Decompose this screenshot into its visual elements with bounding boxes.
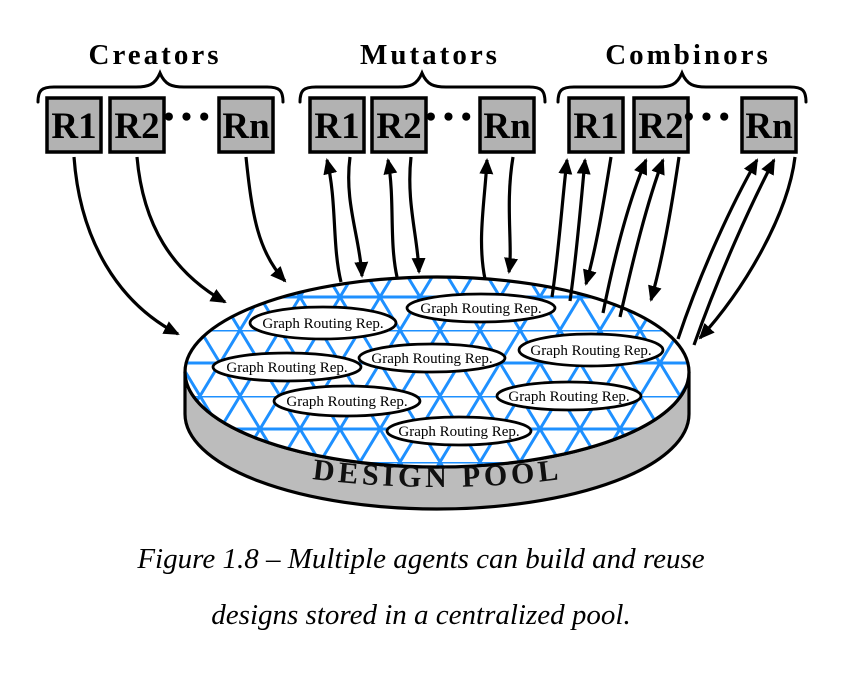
combinors-arrows xyxy=(550,156,797,346)
creators-box-r2 xyxy=(108,96,166,154)
rep-label: Graph Routing Rep. xyxy=(530,343,651,359)
mutator-down-arrow-rn xyxy=(504,156,518,274)
creator-arrow-r2 xyxy=(135,156,227,304)
rep-label: Graph Routing Rep. xyxy=(226,360,347,376)
creators-ellipsis: ••• xyxy=(161,105,214,131)
rep-label: Graph Routing Rep. xyxy=(262,316,383,332)
creators-label: Creators xyxy=(89,39,222,71)
combinor-up-arrow-r2-a xyxy=(601,158,648,314)
creators-group: R1 R2 Rn ••• xyxy=(45,96,275,154)
creator-arrow-r1 xyxy=(72,156,180,336)
mutators-ellipsis: ••• xyxy=(423,105,476,131)
combinors-box-rn-label: Rn xyxy=(745,106,793,147)
rep-ellipse xyxy=(495,380,643,412)
rep-ellipse xyxy=(385,415,533,447)
combinors-label: Combinors xyxy=(605,39,771,71)
rep-ellipse xyxy=(211,351,363,383)
rep-ellipse xyxy=(272,384,422,418)
combinor-up-arrow-rn-a xyxy=(676,158,759,340)
rep-label: Graph Routing Rep. xyxy=(508,389,629,405)
rep-ellipse xyxy=(248,305,398,341)
creators-box-r2-label: R2 xyxy=(114,106,159,147)
combinor-up-arrow-r2-b xyxy=(618,158,665,318)
figure-caption-line-2: designs stored in a centralized pool. xyxy=(211,599,631,631)
mutators-arrows xyxy=(323,156,518,283)
mutators-box-r1 xyxy=(308,96,366,154)
combinors-box-r2 xyxy=(632,96,690,154)
combinors-box-r1-label: R1 xyxy=(573,106,618,147)
creator-arrow-rn xyxy=(244,156,287,283)
pool-representations: Graph Routing Rep. Graph Routing Rep. Gr… xyxy=(211,292,665,447)
combinors-box-r1 xyxy=(567,96,625,154)
rep-label: Graph Routing Rep. xyxy=(420,301,541,317)
figure-caption-line-1: Figure 1.8 – Multiple agents can build a… xyxy=(137,543,705,575)
combinors-brace xyxy=(556,69,808,104)
combinor-up-arrow-r1-a xyxy=(550,158,573,298)
mutators-box-r2 xyxy=(370,96,428,154)
mutator-up-arrow-r2 xyxy=(383,158,399,278)
creators-box-r1-label: R1 xyxy=(51,106,96,147)
creators-arrows xyxy=(72,156,287,336)
mutators-box-rn xyxy=(478,96,536,154)
combinor-down-arrow-r2 xyxy=(648,156,681,302)
rep-ellipse xyxy=(405,292,557,324)
mutators-brace xyxy=(298,69,547,104)
rep-label: Graph Routing Rep. xyxy=(371,351,492,367)
combinor-down-arrow-r1 xyxy=(583,156,613,286)
mutators-label: Mutators xyxy=(360,39,500,71)
mutator-down-arrow-r2 xyxy=(408,156,426,274)
creators-box-r1 xyxy=(45,96,103,154)
agent-pool-diagram: Creators Mutators Combinors R1 R2 Rn •••… xyxy=(36,39,808,511)
rep-label: Graph Routing Rep. xyxy=(398,424,519,440)
creators-box-rn-label: Rn xyxy=(222,106,270,147)
rep-label: Graph Routing Rep. xyxy=(286,394,407,410)
combinor-up-arrow-rn-b xyxy=(692,158,776,346)
creators-box-rn xyxy=(217,96,275,154)
mutators-box-rn-label: Rn xyxy=(483,106,531,147)
mutators-box-r1-label: R1 xyxy=(314,106,359,147)
mutator-up-arrow-r1 xyxy=(323,158,343,283)
mutators-box-r2-label: R2 xyxy=(376,106,421,147)
creators-brace xyxy=(36,69,285,104)
combinors-box-rn xyxy=(740,96,798,154)
rep-ellipse xyxy=(517,332,665,368)
mutators-group: R1 R2 Rn ••• xyxy=(308,96,536,154)
mutator-up-arrow-rn xyxy=(479,158,494,280)
combinor-down-arrow-rn xyxy=(698,156,797,340)
rep-ellipse xyxy=(357,342,507,374)
combinors-ellipsis: ••• xyxy=(681,105,734,131)
mutator-down-arrow-r1 xyxy=(347,156,369,278)
combinors-group: R1 R2 Rn ••• xyxy=(567,96,798,154)
combinors-box-r2-label: R2 xyxy=(638,106,683,147)
combinor-up-arrow-r1-b xyxy=(568,158,591,302)
